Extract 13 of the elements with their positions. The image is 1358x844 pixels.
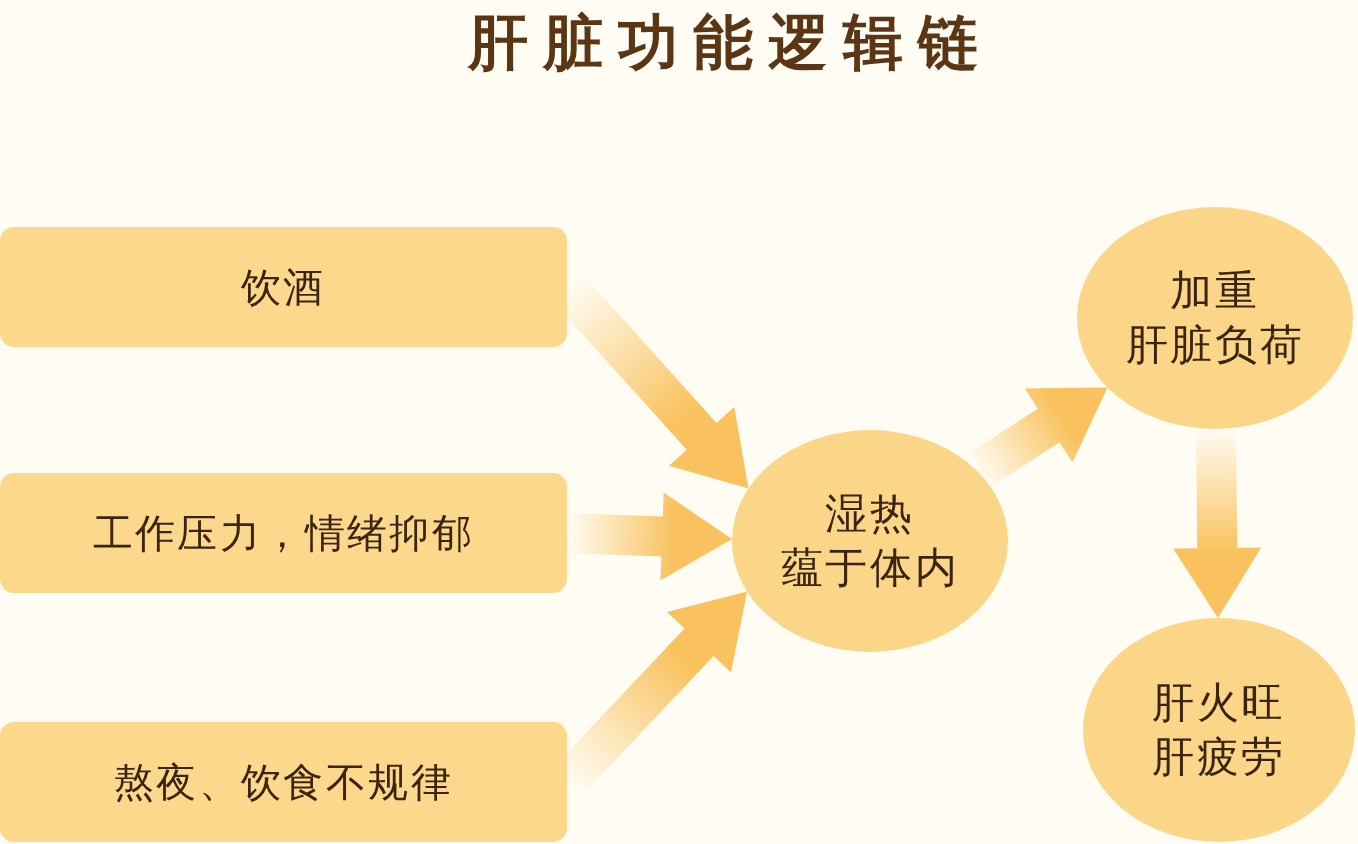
node-text: 工作压力，情绪抑郁 xyxy=(92,509,475,558)
node-text: 肝疲劳 xyxy=(1152,731,1286,783)
diagram-title: 肝脏功能逻辑链 xyxy=(466,6,994,79)
process-box xyxy=(0,722,567,842)
node-text: 熬夜、饮食不规律 xyxy=(113,758,454,807)
node-text: 加重 xyxy=(1170,265,1260,317)
node-text: 肝脏负荷 xyxy=(1125,319,1305,371)
node-text: 饮酒 xyxy=(241,263,326,312)
process-box xyxy=(0,227,567,347)
node-text: 肝火旺 xyxy=(1152,677,1286,729)
node-text: 湿热 xyxy=(825,488,915,540)
process-box xyxy=(0,473,567,593)
node-text: 蕴于体内 xyxy=(780,542,960,594)
